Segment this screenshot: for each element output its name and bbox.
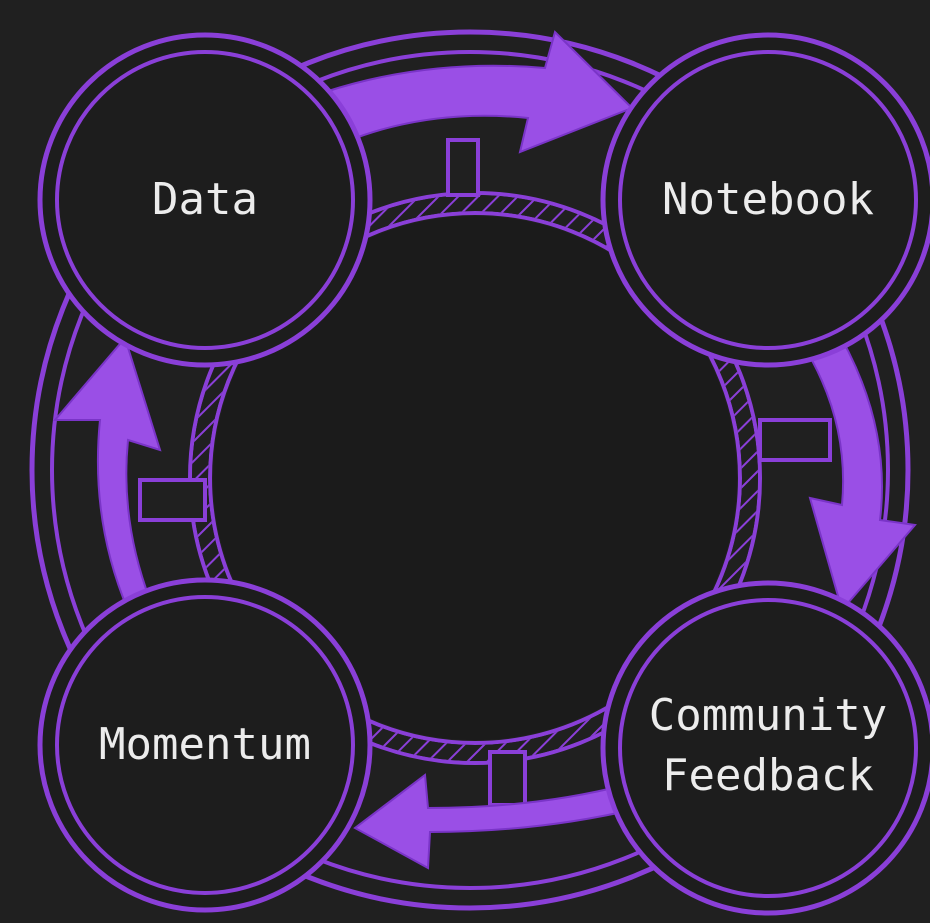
ring-notches [138,138,832,807]
outer-ring [29,29,911,911]
arrow-community-feedback-to-momentum [353,773,642,870]
node-label-momentum: Momentum [99,719,311,770]
node-label-data: Data [152,174,258,225]
node-notebook: Notebook [600,32,930,368]
node-community-feedback: Community Feedback [600,580,930,916]
arrow-momentum-to-data [52,335,162,612]
node-label-community: Community [649,690,887,741]
node-label-notebook: Notebook [662,174,874,225]
cycle-arrows [52,30,917,870]
node-momentum: Momentum [37,577,373,913]
node-data: Data [37,32,373,368]
node-label-feedback: Feedback [662,750,874,801]
